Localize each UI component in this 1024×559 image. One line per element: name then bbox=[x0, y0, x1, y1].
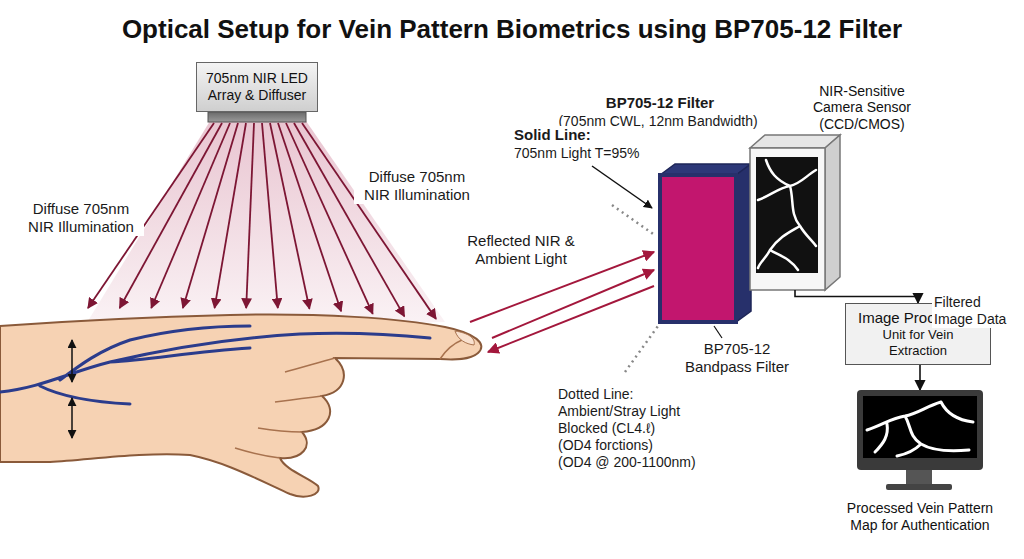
annotation-label: Blocked (CL4.ℓ) bbox=[556, 420, 756, 437]
finger-crease bbox=[235, 340, 462, 458]
annotation-label: Reflected NIR & Ambient Light bbox=[455, 232, 587, 268]
data-flow-arrow bbox=[795, 290, 918, 303]
leader-line bbox=[714, 326, 722, 338]
stray-light-line bbox=[625, 326, 658, 372]
bandpass-filter bbox=[660, 175, 736, 322]
monitor-stand bbox=[906, 470, 932, 484]
annotation-label: Solid Line: bbox=[512, 126, 612, 144]
monitor-screen bbox=[857, 390, 983, 470]
annotation-label: Diffuse 705nm NIR Illumination bbox=[354, 168, 480, 204]
annotation-label: Diffuse 705nm NIR Illumination bbox=[18, 200, 144, 236]
light-ray bbox=[286, 123, 373, 314]
vein-map bbox=[867, 402, 973, 456]
fingernail bbox=[455, 331, 474, 345]
stray-light-line bbox=[612, 205, 656, 236]
light-ray bbox=[302, 123, 436, 319]
camera-side bbox=[825, 135, 840, 290]
hand bbox=[0, 315, 481, 497]
edge-label: Filtered Image Data bbox=[932, 294, 1012, 328]
monitor: Processed Vein Pattern Map for Authentic… bbox=[857, 390, 983, 470]
annotation-label: (OD4 @ 200-1100nm) bbox=[556, 454, 756, 471]
data-flow-arrow bbox=[919, 365, 921, 390]
node-label: 705nm NIR LED Array & Diffuser bbox=[203, 70, 311, 104]
light-ray bbox=[215, 123, 246, 308]
node-label: Processed Vein Pattern Map for Authentic… bbox=[835, 500, 1005, 534]
dimension-arrow bbox=[71, 398, 73, 438]
light-ray bbox=[294, 123, 404, 316]
annotation-label: BP705-12 Bandpass Filter bbox=[676, 340, 798, 376]
diffuser-plate bbox=[208, 112, 306, 122]
node-subtitle: Unit for Vein Extraction bbox=[852, 327, 984, 358]
led-array-box: 705nm NIR LED Array & Diffuser bbox=[196, 62, 318, 112]
dimension-arrow bbox=[71, 340, 73, 382]
annotation-label: 705nm Light T=95% bbox=[512, 145, 652, 162]
filter-side bbox=[736, 164, 751, 322]
light-ray bbox=[270, 123, 309, 309]
monitor-base bbox=[886, 484, 952, 490]
light-ray bbox=[246, 123, 254, 308]
monitor-bezel bbox=[857, 390, 983, 470]
camera-body bbox=[750, 148, 825, 290]
sensor-image bbox=[756, 157, 818, 273]
annotation-label: BP705-12 Filter bbox=[575, 94, 745, 112]
camera-sensor: NIR-Sensitive Camera Sensor (CCD/CMOS) bbox=[750, 135, 840, 290]
annotation-label: Ambient/Stray Light bbox=[556, 403, 756, 420]
reflected-ray bbox=[488, 286, 654, 352]
reflected-ray bbox=[492, 270, 654, 338]
monitor-display bbox=[863, 396, 977, 458]
diagram-title: Optical Setup for Vein Pattern Biometric… bbox=[0, 14, 1024, 45]
node-label: NIR-Sensitive Camera Sensor (CCD/CMOS) bbox=[797, 83, 927, 133]
vein bbox=[0, 326, 430, 404]
sensor-vein-pattern bbox=[758, 160, 816, 270]
annotation-label: (OD4 forctions) bbox=[556, 437, 756, 454]
annotation-label: Dotted Line: bbox=[556, 386, 756, 403]
pointer-arrow bbox=[592, 166, 652, 208]
